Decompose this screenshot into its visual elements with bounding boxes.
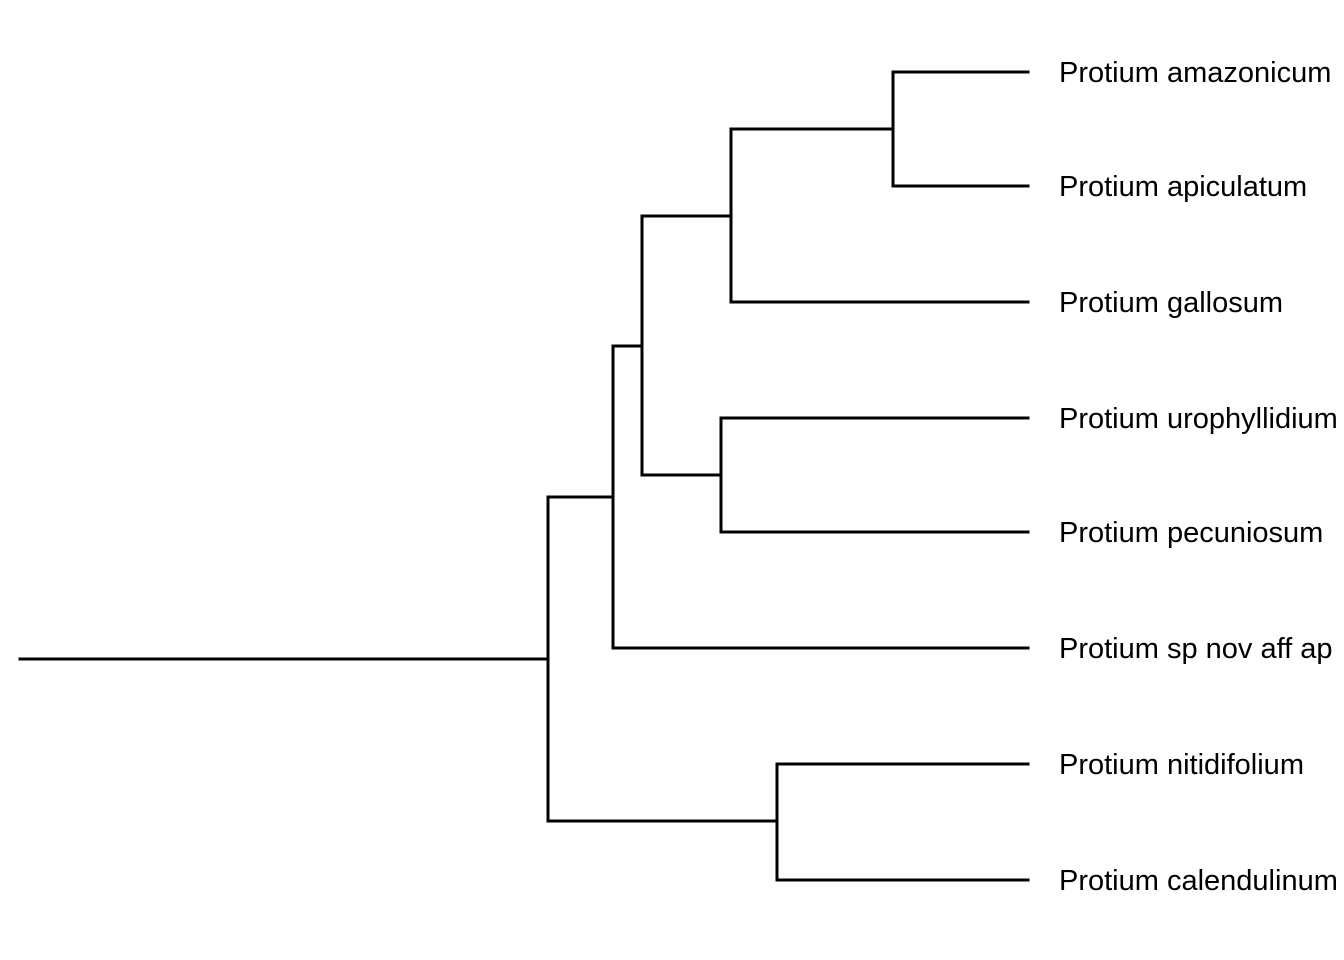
tip-label-4: Protium urophyllidium — [1059, 403, 1338, 435]
tip-label-5: Protium pecuniosum — [1059, 517, 1323, 549]
tip-label-1: Protium amazonicum — [1059, 57, 1331, 89]
branches — [18, 70, 1030, 882]
tip-label-8: Protium calendulinum — [1059, 865, 1338, 897]
tip-label-3: Protium gallosum — [1059, 287, 1283, 319]
tip-label-2: Protium apiculatum — [1059, 171, 1307, 203]
tip-label-7: Protium nitidifolium — [1059, 749, 1304, 781]
tip-label-6: Protium sp nov aff ap — [1059, 633, 1333, 665]
